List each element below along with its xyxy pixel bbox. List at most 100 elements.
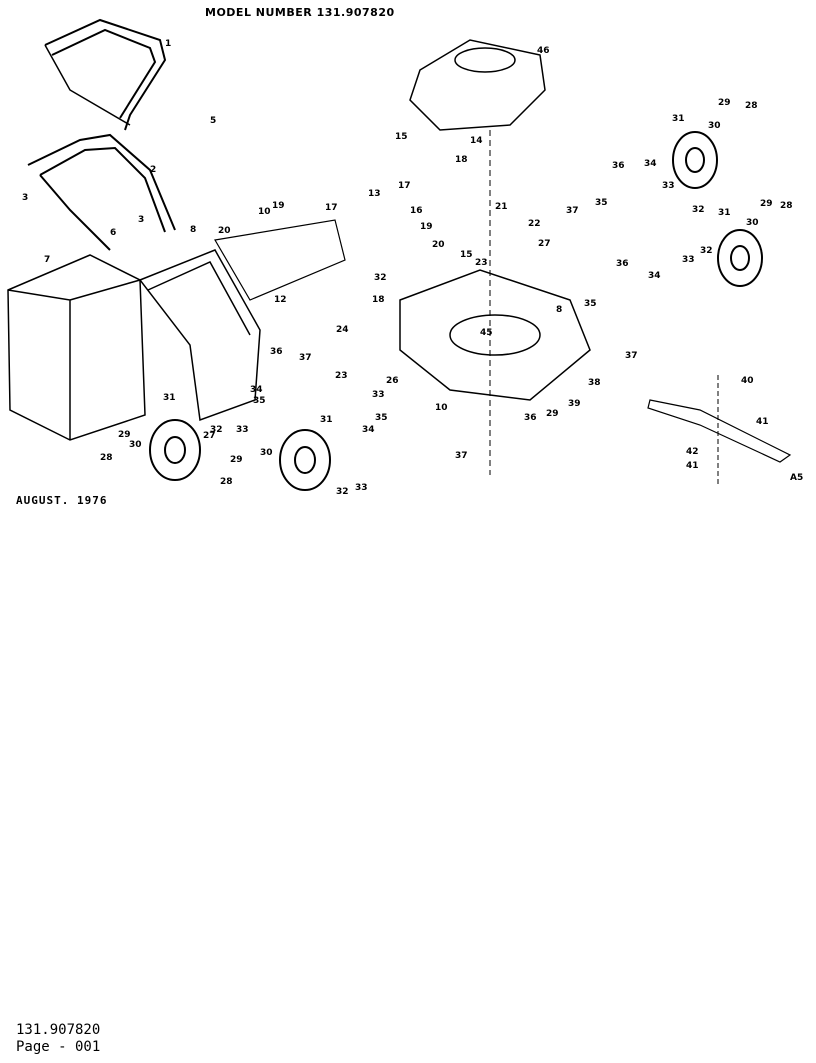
svg-text:33: 33 [662, 181, 675, 191]
svg-text:23: 23 [475, 258, 488, 268]
svg-text:46: 46 [537, 46, 550, 56]
svg-text:41: 41 [756, 417, 769, 427]
svg-text:29: 29 [546, 409, 559, 419]
svg-text:38: 38 [588, 378, 601, 388]
svg-text:33: 33 [682, 255, 695, 265]
svg-text:13: 13 [368, 189, 381, 199]
lower-handle [27, 133, 176, 251]
svg-text:27: 27 [203, 431, 216, 441]
wheel-right-front-top [672, 131, 718, 189]
svg-text:14: 14 [470, 136, 483, 146]
bag-frame [138, 249, 261, 422]
svg-text:22: 22 [528, 219, 541, 229]
svg-text:28: 28 [745, 101, 758, 111]
svg-text:3: 3 [22, 193, 28, 203]
svg-text:19: 19 [272, 201, 285, 211]
svg-text:34: 34 [250, 385, 263, 395]
svg-text:18: 18 [455, 155, 468, 165]
svg-text:32: 32 [692, 205, 705, 215]
svg-text:8: 8 [556, 305, 562, 315]
svg-text:32: 32 [210, 425, 223, 435]
svg-text:18: 18 [372, 295, 385, 305]
svg-text:30: 30 [708, 121, 721, 131]
revision-date: AUGUST. 1976 [16, 494, 108, 507]
svg-text:23: 23 [335, 371, 348, 381]
grass-bag [7, 254, 146, 441]
svg-text:34: 34 [644, 159, 657, 169]
svg-text:37: 37 [299, 353, 312, 363]
svg-text:36: 36 [616, 259, 629, 269]
svg-text:32: 32 [374, 273, 387, 283]
svg-text:29: 29 [118, 430, 131, 440]
footer-page-number: Page - 001 [16, 1039, 101, 1055]
svg-text:2: 2 [150, 165, 156, 175]
svg-text:32: 32 [336, 487, 349, 497]
svg-text:32: 32 [700, 246, 713, 256]
svg-text:16: 16 [410, 206, 423, 216]
svg-text:27: 27 [538, 239, 551, 249]
svg-text:21: 21 [495, 202, 508, 212]
svg-text:35: 35 [595, 198, 608, 208]
svg-text:33: 33 [372, 390, 385, 400]
svg-text:37: 37 [455, 451, 468, 461]
svg-text:34: 34 [648, 271, 661, 281]
svg-text:28: 28 [780, 201, 793, 211]
svg-text:36: 36 [524, 413, 537, 423]
upper-handle [44, 18, 167, 131]
svg-text:30: 30 [260, 448, 273, 458]
svg-text:45: 45 [480, 328, 493, 338]
svg-text:8: 8 [190, 225, 196, 235]
svg-text:35: 35 [375, 413, 388, 423]
svg-text:29: 29 [718, 98, 731, 108]
svg-text:30: 30 [746, 218, 759, 228]
svg-text:7: 7 [44, 255, 50, 265]
svg-text:20: 20 [218, 226, 231, 236]
svg-text:31: 31 [718, 208, 731, 218]
svg-text:36: 36 [612, 161, 625, 171]
svg-text:19: 19 [420, 222, 433, 232]
exploded-parts-diagram: 1 2 3 3 5 6 7 8 13 15 14 18 17 16 19 20 … [7, 18, 803, 497]
corner-code: A5 [790, 473, 803, 483]
svg-text:28: 28 [100, 453, 113, 463]
svg-text:40: 40 [741, 376, 754, 386]
svg-text:33: 33 [236, 425, 249, 435]
svg-text:33: 33 [355, 483, 368, 493]
wheel-right-front-bottom [717, 229, 763, 287]
svg-text:10: 10 [258, 207, 271, 217]
wheel-left-rear [149, 419, 201, 481]
svg-text:3: 3 [138, 215, 144, 225]
mower-deck [399, 269, 591, 401]
model-number-title: MODEL NUMBER 131.907820 [205, 6, 395, 19]
svg-text:34: 34 [362, 425, 375, 435]
deflector-plate [214, 219, 346, 301]
wheel-center-rear [279, 429, 331, 491]
engine [409, 39, 546, 131]
svg-text:17: 17 [398, 181, 411, 191]
svg-text:17: 17 [325, 203, 338, 213]
svg-text:31: 31 [320, 415, 333, 425]
svg-text:5: 5 [210, 116, 216, 126]
svg-text:37: 37 [625, 351, 638, 361]
svg-text:41: 41 [686, 461, 699, 471]
svg-text:6: 6 [110, 228, 116, 238]
svg-text:12: 12 [274, 295, 287, 305]
svg-text:37: 37 [566, 206, 579, 216]
svg-text:29: 29 [230, 455, 243, 465]
svg-text:20: 20 [432, 240, 445, 250]
svg-text:36: 36 [270, 347, 283, 357]
svg-text:1: 1 [165, 39, 171, 49]
svg-text:29: 29 [760, 199, 773, 209]
svg-text:31: 31 [163, 393, 176, 403]
svg-text:30: 30 [129, 440, 142, 450]
svg-text:26: 26 [386, 376, 399, 386]
svg-text:15: 15 [460, 250, 473, 260]
svg-text:15: 15 [395, 132, 408, 142]
page-footer: 131.907820 Page - 001 [16, 1022, 100, 1056]
svg-text:10: 10 [435, 403, 448, 413]
blade [647, 399, 792, 463]
svg-text:42: 42 [686, 447, 699, 457]
svg-text:24: 24 [336, 325, 349, 335]
svg-text:35: 35 [584, 299, 597, 309]
svg-text:39: 39 [568, 399, 581, 409]
footer-model-number: 131.907820 [16, 1022, 101, 1038]
